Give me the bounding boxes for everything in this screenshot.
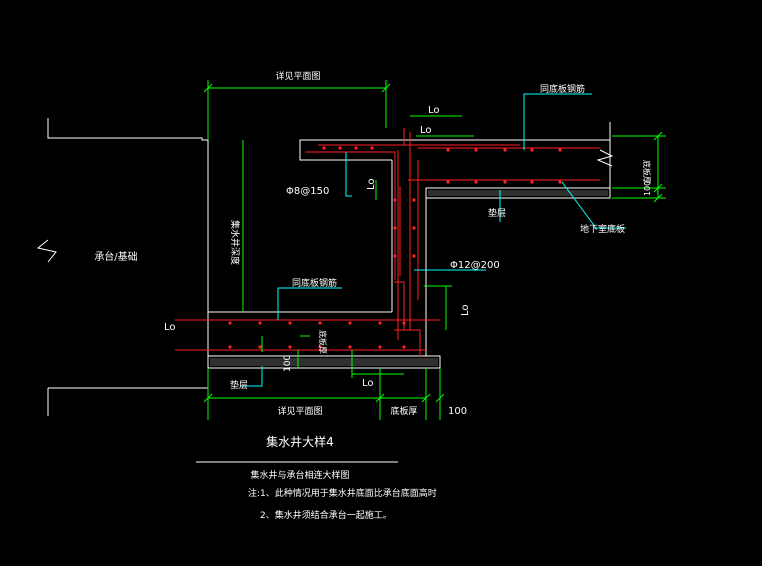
rebar-top-label: 同底板钢筋 (540, 83, 585, 95)
lo-label-3: Lo (366, 178, 377, 190)
rebar-phi12-label: Φ12@200 (450, 260, 500, 271)
dimension-lines (207, 80, 666, 420)
leader-lines (240, 93, 626, 387)
dimension-ticks (203, 83, 663, 403)
plate-thickness-right-label: 底板厚 (642, 160, 652, 184)
note-2: 2、集水井须结合承台一起施工。 (260, 509, 392, 521)
cushion-hatch (210, 190, 608, 366)
rebar-mid-label: 同底板钢筋 (292, 277, 337, 289)
cushion-top-label: 垫层 (488, 207, 506, 219)
drawing-title: 集水井大样4 (266, 434, 334, 449)
dim-108-label: 100 (283, 355, 293, 372)
dim-100-label: 100 (448, 406, 467, 417)
cushion-bottom-label: 垫层 (230, 379, 248, 391)
slab-label: 地下室底板 (580, 223, 625, 235)
structure-outline (36, 118, 614, 416)
cap-label: 承台/基础 (94, 250, 137, 263)
bottom-dim-left-label: 详见平面图 (277, 405, 322, 417)
lo-label-4: Lo (460, 304, 471, 316)
lo-label-5: Lo (164, 322, 176, 333)
note-1: 注:1、此种情况用于集水井底面比承台底面高时 (248, 487, 437, 499)
pit-depth-label: 集水井深度 (229, 220, 241, 265)
top-dim-label: 详见平面图 (275, 70, 320, 82)
labels: 详见平面图 详见平面图 底板厚 100 100 底板厚 集水井深度 承台/基础 … (94, 70, 652, 417)
lo-label-2: Lo (420, 125, 432, 136)
drawing-subtitle: 集水井与承台相连大样图 (250, 469, 349, 481)
lo-label-1: Lo (428, 105, 440, 116)
bottom-dim-right-label: 底板厚 (390, 405, 417, 417)
title-block: 集水井大样4 集水井与承台相连大样图 注:1、此种情况用于集水井底面比承台底面高… (196, 434, 437, 521)
rebar-phi8-label: Φ8@150 (286, 186, 329, 197)
plate-thick-mid-label: 底板厚 (318, 330, 328, 354)
rebars (175, 128, 600, 356)
lo-label-6: Lo (362, 378, 374, 389)
dim-100-right-label: 100 (643, 181, 652, 196)
rebar-dots (228, 146, 562, 349)
